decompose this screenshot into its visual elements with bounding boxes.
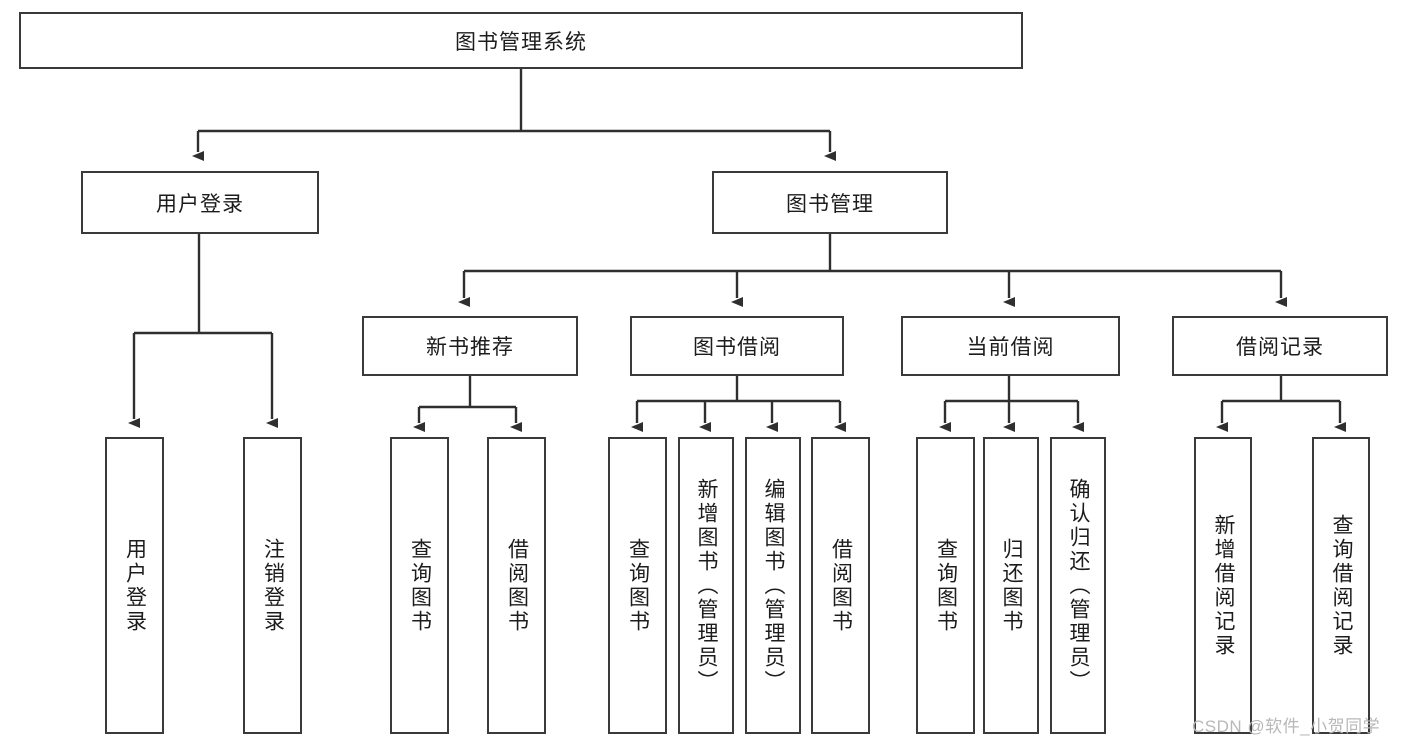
leaf-user-logout-label: 注销登录 <box>261 537 285 634</box>
leaf-current-return-book-label: 归还图书 <box>1000 537 1024 634</box>
node-root-title-label: 图书管理系统 <box>455 30 587 54</box>
leaf-current-confirm-return-label: 确认归还（管理员） <box>1067 477 1091 694</box>
node-book-borrow-label: 图书借阅 <box>693 336 781 359</box>
node-new-book-recommend[interactable]: 新书推荐 <box>362 316 578 376</box>
node-current-borrow[interactable]: 当前借阅 <box>901 316 1120 376</box>
node-borrow-record[interactable]: 借阅记录 <box>1172 316 1388 376</box>
leaf-record-add-record-label: 新增借阅记录 <box>1212 513 1236 658</box>
node-root-title[interactable]: 图书管理系统 <box>19 12 1023 69</box>
leaf-current-return-book[interactable]: 归还图书 <box>983 437 1039 734</box>
leaf-user-login[interactable]: 用户登录 <box>105 437 164 734</box>
leaf-borrow-add-book[interactable]: 新增图书（管理员） <box>678 437 734 734</box>
leaf-borrow-query-book-label: 查询图书 <box>626 537 650 634</box>
leaf-record-query-record-label: 查询借阅记录 <box>1330 513 1354 658</box>
node-current-borrow-label: 当前借阅 <box>966 336 1055 359</box>
leaf-borrow-edit-book-label: 编辑图书（管理员） <box>762 477 786 694</box>
leaf-current-confirm-return[interactable]: 确认归还（管理员） <box>1050 437 1106 734</box>
leaf-newbook-borrow-book[interactable]: 借阅图书 <box>487 437 546 734</box>
node-user-login[interactable]: 用户登录 <box>81 171 319 234</box>
node-borrow-record-label: 借阅记录 <box>1236 336 1324 359</box>
leaf-newbook-borrow-book-label: 借阅图书 <box>505 537 529 634</box>
leaf-borrow-query-book[interactable]: 查询图书 <box>608 437 667 734</box>
csdn-watermark: CSDN @软件_小贺同学 <box>1192 717 1381 736</box>
node-user-login-label: 用户登录 <box>156 192 244 216</box>
leaf-borrow-edit-book[interactable]: 编辑图书（管理员） <box>745 437 801 734</box>
leaf-record-add-record[interactable]: 新增借阅记录 <box>1194 437 1252 734</box>
node-new-book-recommend-label: 新书推荐 <box>426 336 514 359</box>
leaf-record-query-record[interactable]: 查询借阅记录 <box>1312 437 1370 734</box>
leaf-newbook-query-book[interactable]: 查询图书 <box>390 437 449 734</box>
leaf-user-login-label: 用户登录 <box>123 537 147 634</box>
node-book-management[interactable]: 图书管理 <box>712 171 948 234</box>
leaf-borrow-add-book-label: 新增图书（管理员） <box>695 477 719 694</box>
node-book-management-label: 图书管理 <box>786 192 874 216</box>
leaf-borrow-borrow-book[interactable]: 借阅图书 <box>811 437 870 734</box>
leaf-newbook-query-book-label: 查询图书 <box>408 537 432 634</box>
node-book-borrow[interactable]: 图书借阅 <box>630 316 844 376</box>
leaf-current-query-book[interactable]: 查询图书 <box>916 437 975 734</box>
leaf-user-logout[interactable]: 注销登录 <box>243 437 302 734</box>
leaf-borrow-borrow-book-label: 借阅图书 <box>829 537 853 634</box>
leaf-current-query-book-label: 查询图书 <box>934 537 958 634</box>
